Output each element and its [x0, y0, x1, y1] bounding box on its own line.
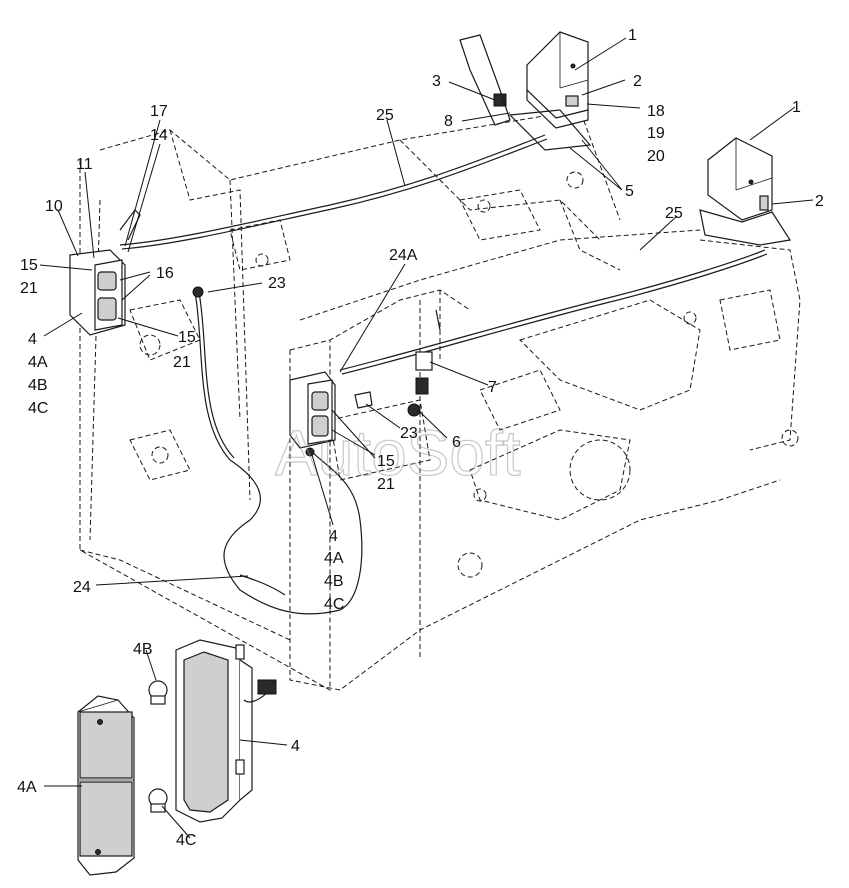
callout-14: 14 [150, 127, 168, 144]
callout-4C-left: 4C [28, 400, 48, 417]
watermark: AutoSoft [275, 417, 521, 489]
callout-18: 18 [647, 103, 665, 120]
callout-labels: 1 2 3 8 18 19 20 5 1 2 25 25 17 14 11 10… [17, 27, 824, 849]
callout-2-top: 2 [633, 73, 642, 90]
callout-10: 10 [45, 198, 63, 215]
callout-1-top: 1 [628, 27, 637, 44]
lamp-housing-4 [175, 639, 277, 823]
tail-lamp-center [289, 371, 373, 457]
callout-4B-left: 4B [28, 377, 48, 394]
callout-15-left: 15 [20, 257, 38, 274]
callout-4A-left: 4A [28, 354, 48, 371]
callout-25-right: 25 [665, 205, 683, 222]
connector-3 [459, 34, 511, 126]
callout-21-left: 21 [20, 280, 38, 297]
callout-15-mid: 15 [178, 329, 196, 346]
vehicle-frame [79, 109, 801, 691]
callout-23-left: 23 [268, 275, 286, 292]
callout-11: 11 [76, 156, 93, 173]
leader-lines [39, 37, 814, 839]
callout-8: 8 [444, 113, 453, 130]
callout-20: 20 [647, 148, 665, 165]
callout-4-left: 4 [28, 331, 37, 348]
lamp-lens-4A [77, 695, 135, 876]
callout-1-right: 1 [792, 99, 801, 116]
wire-harness [119, 134, 768, 615]
callout-4A-lens: 4A [17, 779, 37, 796]
callout-5: 5 [625, 183, 634, 200]
callout-17: 17 [150, 103, 168, 120]
callout-19: 19 [647, 125, 665, 142]
callout-25-left: 25 [376, 107, 394, 124]
callout-4-housing: 4 [291, 738, 300, 755]
callout-4C-center: 4C [324, 596, 344, 613]
callout-21-center: 21 [377, 476, 395, 493]
callout-24: 24 [73, 579, 91, 596]
callout-7: 7 [488, 379, 497, 396]
callout-3: 3 [432, 73, 441, 90]
callout-4B-center: 4B [324, 573, 344, 590]
callout-24A: 24A [389, 247, 418, 264]
bulbs [148, 680, 168, 813]
callout-6: 6 [452, 434, 461, 451]
marker-light-right [699, 137, 791, 246]
callout-4-center: 4 [329, 528, 338, 545]
relay-components [407, 309, 441, 417]
callout-15-center: 15 [377, 453, 395, 470]
tail-lamp-left [69, 209, 204, 336]
callout-2-right: 2 [815, 193, 824, 210]
callout-4B-bulb: 4B [133, 641, 153, 658]
marker-light-top [508, 31, 592, 151]
callout-16: 16 [156, 265, 174, 282]
callout-23-center: 23 [400, 425, 418, 442]
callout-21-mid: 21 [173, 354, 191, 371]
callout-4C-bulb: 4C [176, 832, 196, 849]
callout-4A-center: 4A [324, 550, 344, 567]
